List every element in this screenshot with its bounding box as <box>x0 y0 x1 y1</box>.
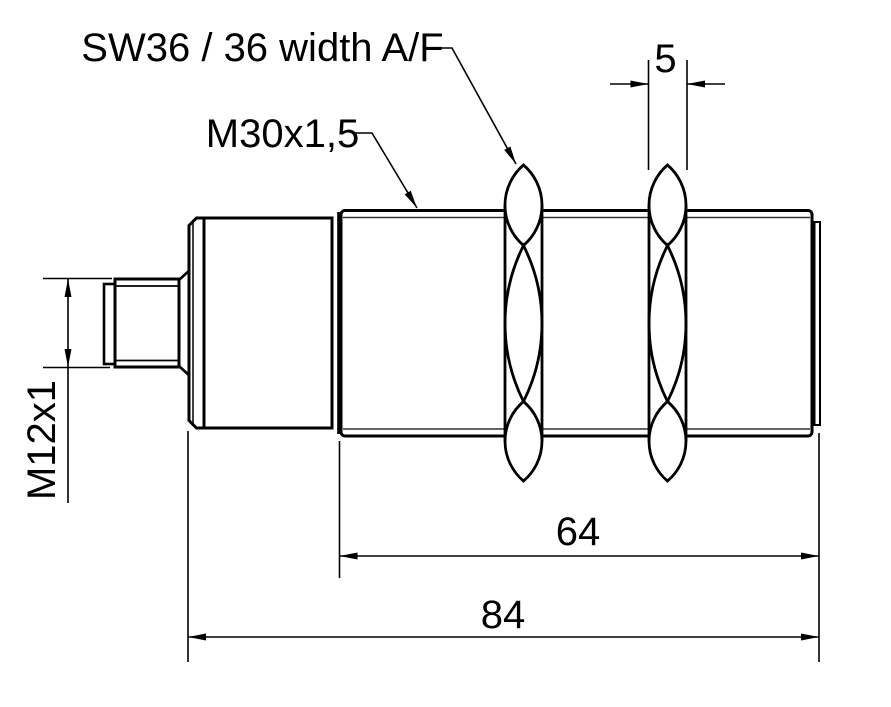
barrel-thread-label: M30x1,5 <box>206 112 359 156</box>
connector-step-outline <box>102 282 117 366</box>
sw36-leader-arrow <box>504 146 516 164</box>
rear-cap-outline <box>187 216 206 430</box>
m12-arrow-up <box>64 279 72 297</box>
overall-length-value: 84 <box>481 593 526 637</box>
m12-arrow-down <box>64 349 72 367</box>
dim64-arrow-left <box>339 552 358 560</box>
annotation-text: SW36 / 36 width A/F M30x1,5 5 64 84 M12x… <box>20 26 677 637</box>
barrel-outline <box>339 209 814 438</box>
nut-arrow-right <box>687 80 705 88</box>
hex-nut-1 <box>503 163 544 483</box>
hex-nut-2 <box>647 163 688 483</box>
dim84-arrow-right <box>801 633 819 641</box>
nut2-bottom-facet <box>647 399 688 483</box>
connector-body-outline <box>113 277 181 369</box>
nut-arrow-left <box>630 80 649 88</box>
sw36-leader-line <box>430 47 517 165</box>
barrel-length-value: 64 <box>556 510 601 554</box>
m30-leader-line <box>353 132 418 209</box>
nut1-bottom-facet <box>503 399 544 483</box>
dim64-arrow-right <box>801 552 819 560</box>
dim84-arrow-left <box>188 633 206 641</box>
nut-thickness-value: 5 <box>654 37 676 81</box>
m30-leader-arrow <box>404 190 417 208</box>
dimension-geometry <box>43 47 820 662</box>
housing-body-outline <box>202 216 334 430</box>
wrench-flats-label: SW36 / 36 width A/F <box>81 26 443 70</box>
part-geometry <box>102 163 821 483</box>
end-face-outline <box>813 221 821 426</box>
connector-thread-label: M12x1 <box>20 380 64 500</box>
